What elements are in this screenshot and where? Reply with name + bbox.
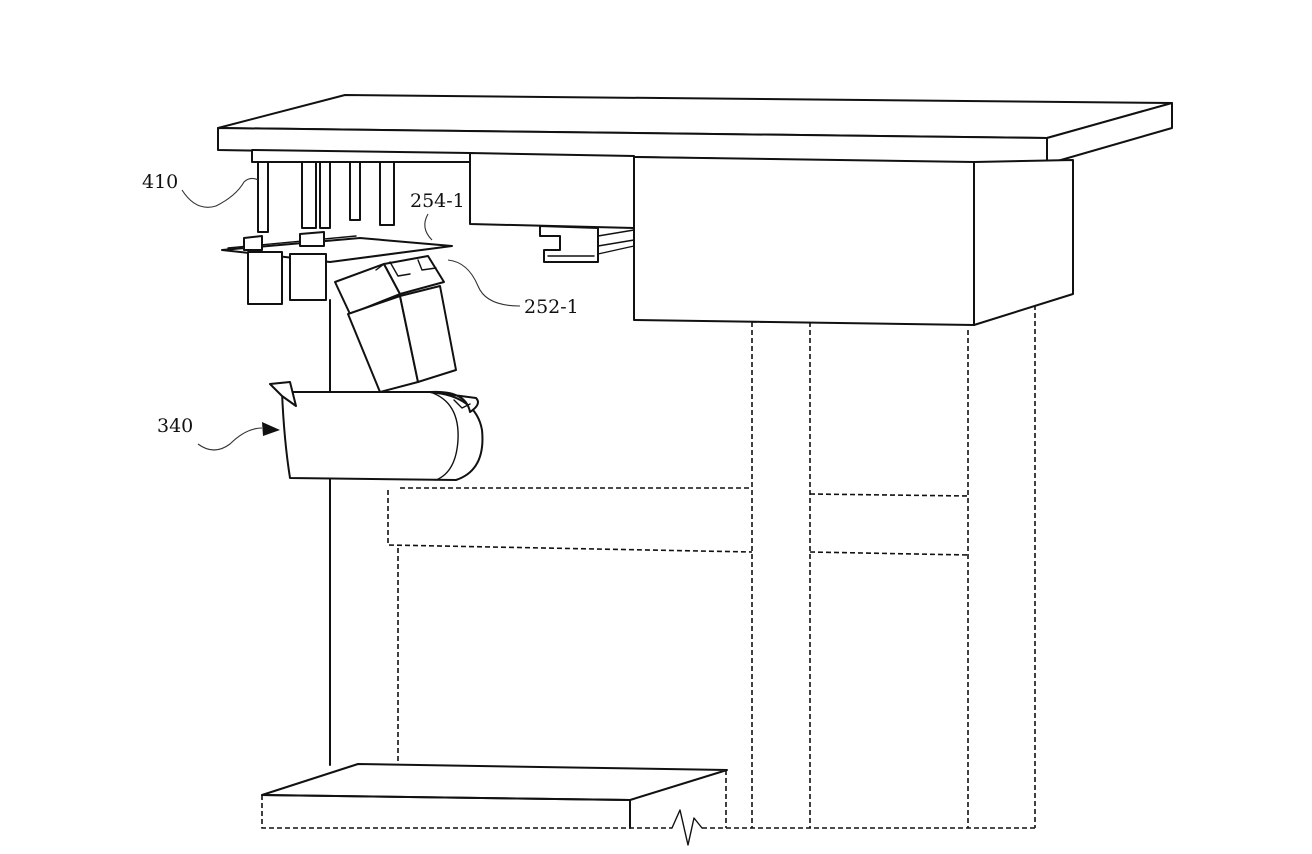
ref-410: 410 <box>142 171 259 208</box>
cabinet-box <box>633 156 1074 326</box>
middle-box <box>469 152 635 263</box>
ref-label-410: 410 <box>142 171 178 193</box>
robot-arm <box>334 255 457 393</box>
ref-label-340: 340 <box>157 415 193 437</box>
gripper-mount <box>221 149 471 305</box>
ref-label-252-1: 252-1 <box>524 296 579 318</box>
end-effector-340 <box>269 381 484 481</box>
hidden-frame <box>261 305 1036 829</box>
ref-340: 340 <box>157 415 280 451</box>
base-plate <box>261 763 728 846</box>
arrowhead-icon <box>262 422 280 436</box>
ref-254-1: 254-1 <box>410 190 465 241</box>
table-top <box>217 94 1173 165</box>
ref-label-254-1: 254-1 <box>410 190 465 212</box>
ref-252-1: 252-1 <box>447 259 579 318</box>
